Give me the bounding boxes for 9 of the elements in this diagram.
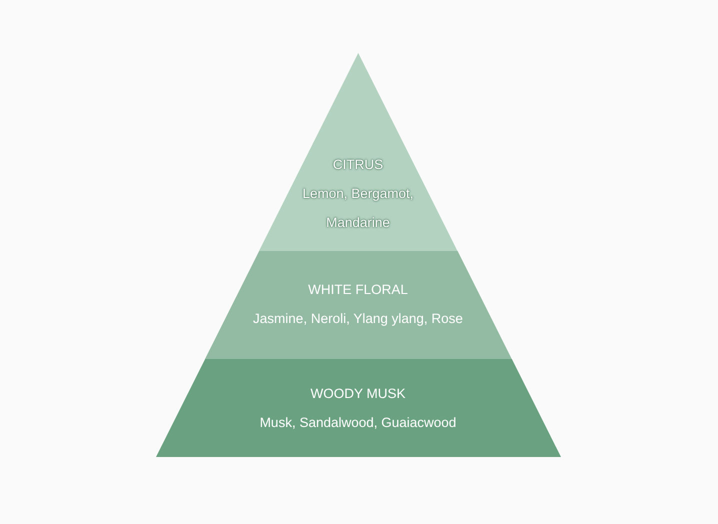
tier-heading: CITRUS [332,156,384,174]
tier-heading: WOODY MUSK [310,384,406,402]
tier-heading: WHITE FLORAL [308,280,408,298]
tier-notes: Jasmine, Neroli, Ylang ylang, Rose [253,310,463,328]
pyramid-tier [258,53,458,251]
pyramid-tier [156,359,560,457]
tier-notes: Lemon, Bergamot, Mandarine [301,184,415,232]
tier-notes: Musk, Sandalwood, Guaiacwood [260,414,456,432]
pyramid-tier [204,251,512,359]
